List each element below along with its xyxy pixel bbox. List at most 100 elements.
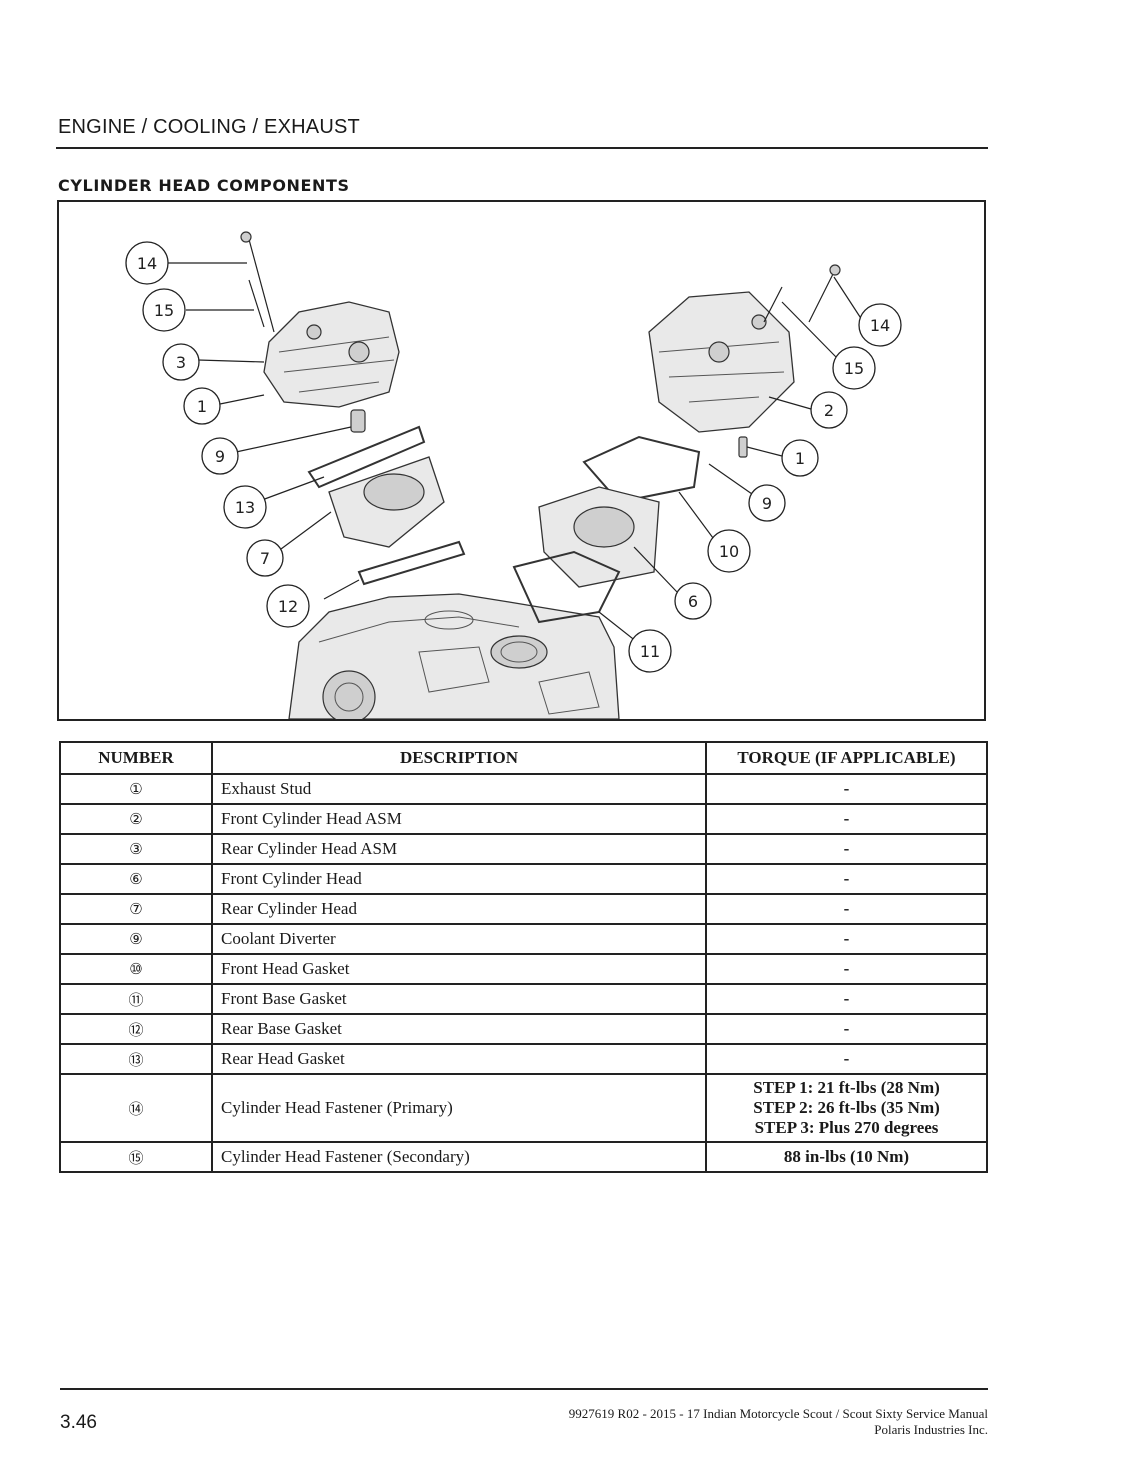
table-header-row: NUMBER DESCRIPTION TORQUE (IF APPLICABLE… [59,741,988,775]
callout-15-front: 15 [832,346,876,390]
table-row: ① Exhaust Stud - [59,773,988,805]
parts-table: NUMBER DESCRIPTION TORQUE (IF APPLICABLE… [59,741,988,1173]
part-number: ⑮ [59,1141,213,1173]
svg-text:3: 3 [176,353,186,372]
callout-1-rear: 1 [183,387,221,425]
chapter-title: ENGINE / COOLING / EXHAUST [58,116,360,138]
table-row: ⑬ Rear Head Gasket - [59,1043,988,1075]
callout-9-front: 9 [748,484,786,522]
part-number: ⑬ [59,1043,213,1075]
part-number: ⑫ [59,1013,213,1045]
svg-text:13: 13 [235,498,255,517]
part-number: ⑦ [59,893,213,925]
part-number: ⑩ [59,953,213,985]
callout-1-front: 1 [781,439,819,477]
part-description: Front Head Gasket [211,953,707,985]
part-number: ⑥ [59,863,213,895]
part-description: Cylinder Head Fastener (Secondary) [211,1141,707,1173]
part-description: Coolant Diverter [211,923,707,955]
callout-15-rear: 15 [142,288,186,332]
table-row: ⑨ Coolant Diverter - [59,923,988,955]
table-row: ② Front Cylinder Head ASM - [59,803,988,835]
svg-text:9: 9 [215,447,225,466]
header-divider [56,147,988,149]
callout-7: 7 [246,539,284,577]
callout-leaders [168,262,863,643]
part-torque-steps: STEP 1: 21 ft-lbs (28 Nm) STEP 2: 26 ft-… [705,1073,988,1143]
part-number: ⑨ [59,923,213,955]
section-title: CYLINDER HEAD COMPONENTS [58,176,350,195]
footer-publication-info: 9927619 R02 - 2015 - 17 Indian Motorcycl… [569,1406,988,1438]
rear-cylinder-illustration [307,425,466,586]
part-description: Rear Head Gasket [211,1043,707,1075]
svg-text:11: 11 [640,642,660,661]
part-torque: - [705,923,988,955]
manual-title: 9927619 R02 - 2015 - 17 Indian Motorcycl… [568,1406,988,1421]
part-description: Rear Cylinder Head ASM [211,833,707,865]
part-torque: - [705,1013,988,1045]
callout-14-rear: 14 [125,241,169,285]
svg-text:1: 1 [197,397,207,416]
part-torque: 88 in-lbs (10 Nm) [705,1141,988,1173]
footer-divider [60,1388,988,1390]
part-number: ③ [59,833,213,865]
torque-step-3: STEP 3: Plus 270 degrees [754,1118,939,1137]
svg-text:15: 15 [844,359,864,378]
callout-12: 12 [266,584,310,628]
svg-text:7: 7 [260,549,270,568]
part-description: Exhaust Stud [211,773,707,805]
part-number: ⑪ [59,983,213,1015]
svg-text:12: 12 [278,597,298,616]
part-torque: - [705,983,988,1015]
part-number: ② [59,803,213,835]
svg-text:1: 1 [795,449,805,468]
table-row: ⑪ Front Base Gasket - [59,983,988,1015]
cylinder-head-illustration: 14 15 3 1 9 13 7 12 [125,231,902,719]
part-description: Front Cylinder Head ASM [211,803,707,835]
table-row: ⑮ Cylinder Head Fastener (Secondary) 88 … [59,1141,988,1173]
front-cylinder-head-illustration [648,264,841,458]
table-row: ⑫ Rear Base Gasket - [59,1013,988,1045]
part-torque: - [705,803,988,835]
table-row: ⑦ Rear Cylinder Head - [59,893,988,925]
svg-text:6: 6 [688,592,698,611]
torque-step-1: STEP 1: 21 ft-lbs (28 Nm) [753,1078,940,1097]
callout-3: 3 [162,343,200,381]
column-header-number: NUMBER [59,741,213,775]
rear-cylinder-head-illustration [240,231,400,433]
part-torque: - [705,833,988,865]
svg-text:9: 9 [762,494,772,513]
callout-10: 10 [707,529,751,573]
publisher-name: Polaris Industries Inc. [874,1422,988,1437]
exploded-view-figure: 14 15 3 1 9 13 7 12 [57,200,986,721]
callout-14-front: 14 [858,303,902,347]
part-torque: - [705,773,988,805]
column-header-description: DESCRIPTION [211,741,707,775]
callout-9-rear: 9 [201,437,239,475]
callout-6: 6 [674,582,712,620]
svg-text:14: 14 [870,316,890,335]
callout-2: 2 [810,391,848,429]
part-number: ① [59,773,213,805]
part-torque: - [705,893,988,925]
part-number: ⑭ [59,1073,213,1143]
part-description: Cylinder Head Fastener (Primary) [211,1073,707,1143]
part-description: Rear Base Gasket [211,1013,707,1045]
svg-text:2: 2 [824,401,834,420]
part-torque: - [705,863,988,895]
part-description: Front Cylinder Head [211,863,707,895]
callout-13: 13 [223,485,267,529]
table-row: ③ Rear Cylinder Head ASM - [59,833,988,865]
callout-11: 11 [628,629,672,673]
part-description: Front Base Gasket [211,983,707,1015]
column-header-torque: TORQUE (IF APPLICABLE) [705,741,988,775]
part-description: Rear Cylinder Head [211,893,707,925]
svg-text:15: 15 [154,301,174,320]
crankcase-illustration [288,593,620,719]
front-cylinder-illustration [512,435,701,624]
page-number: 3.46 [60,1412,97,1433]
table-row: ⑥ Front Cylinder Head - [59,863,988,895]
part-torque: - [705,953,988,985]
table-row: ⑩ Front Head Gasket - [59,953,988,985]
svg-text:14: 14 [137,254,157,273]
